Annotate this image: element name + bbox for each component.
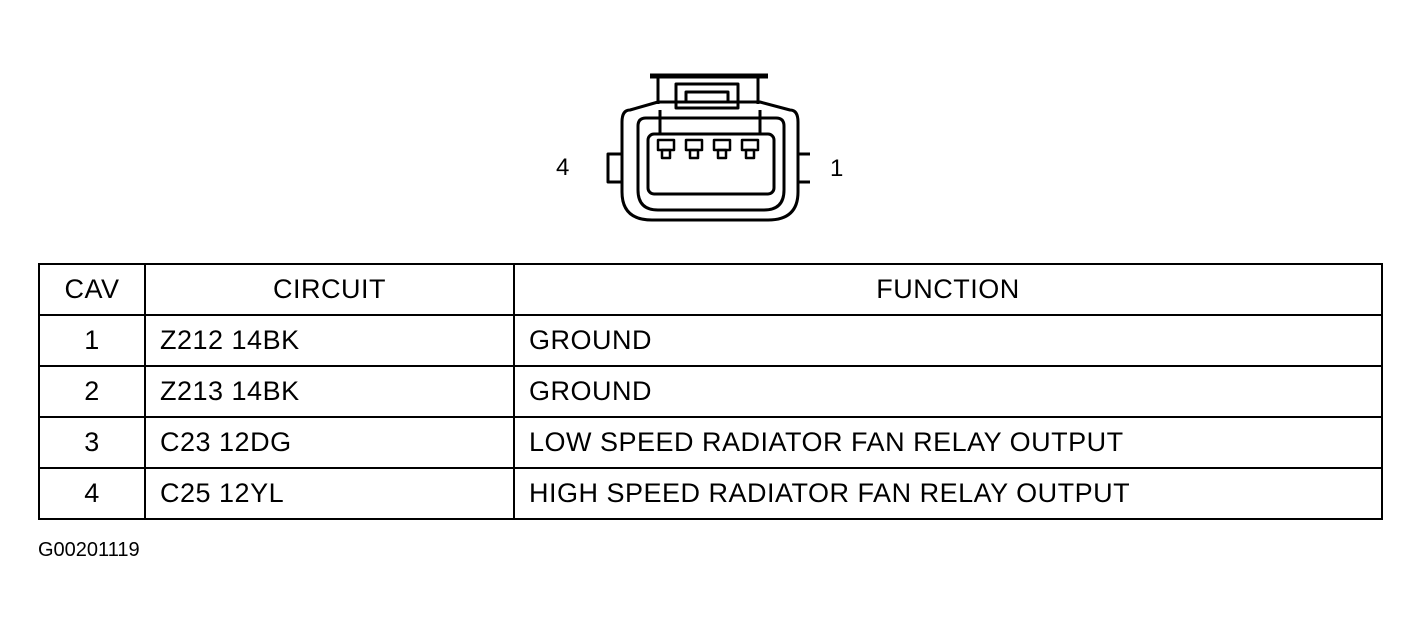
header-cav: CAV <box>38 263 146 316</box>
cell-circuit: Z213 14BK <box>144 365 515 418</box>
terminal-2 <box>712 138 732 152</box>
pinout-table-container: CAV CIRCUIT FUNCTION 1 Z212 14BK GROUND … <box>38 263 1383 520</box>
cell-function: LOW SPEED RADIATOR FAN RELAY OUTPUT <box>513 416 1383 469</box>
table-row: 2 Z213 14BK GROUND <box>38 365 1383 418</box>
side-rib-right <box>796 152 810 184</box>
table-row: 4 C25 12YL HIGH SPEED RADIATOR FAN RELAY… <box>38 467 1383 520</box>
side-rib-left <box>606 152 624 184</box>
cell-cav: 2 <box>38 365 146 418</box>
cell-function: HIGH SPEED RADIATOR FAN RELAY OUTPUT <box>513 467 1383 520</box>
pin-label-left: 4 <box>556 154 570 181</box>
terminal-1-tab <box>744 148 756 160</box>
terminal-3 <box>684 138 704 152</box>
header-row: CAV CIRCUIT FUNCTION <box>38 263 1383 316</box>
latch-frame <box>674 82 740 110</box>
table-row: 1 Z212 14BK GROUND <box>38 314 1383 367</box>
cell-cav: 4 <box>38 467 146 520</box>
cell-cav: 3 <box>38 416 146 469</box>
terminal-1 <box>740 138 760 152</box>
cell-function: GROUND <box>513 314 1383 367</box>
terminal-3-tab <box>688 148 700 160</box>
header-circuit: CIRCUIT <box>144 263 515 316</box>
pin-label-right: 1 <box>830 155 844 182</box>
table-row: 3 C23 12DG LOW SPEED RADIATOR FAN RELAY … <box>38 416 1383 469</box>
cell-cav: 1 <box>38 314 146 367</box>
header-function: FUNCTION <box>513 263 1383 316</box>
connector-drawing <box>606 73 810 222</box>
cell-circuit: C23 12DG <box>144 416 515 469</box>
terminal-2-tab <box>716 148 728 160</box>
terminal-4-tab <box>660 148 672 160</box>
figure-code: G00201119 <box>38 539 140 561</box>
housing-inner <box>636 116 786 212</box>
pinout-table: CAV CIRCUIT FUNCTION 1 Z212 14BK GROUND … <box>38 263 1383 520</box>
terminal-4 <box>656 138 676 152</box>
terminal-cavity <box>646 132 776 196</box>
cell-function: GROUND <box>513 365 1383 418</box>
cell-circuit: C25 12YL <box>144 467 515 520</box>
housing-outer <box>620 100 800 222</box>
cell-circuit: Z212 14BK <box>144 314 515 367</box>
